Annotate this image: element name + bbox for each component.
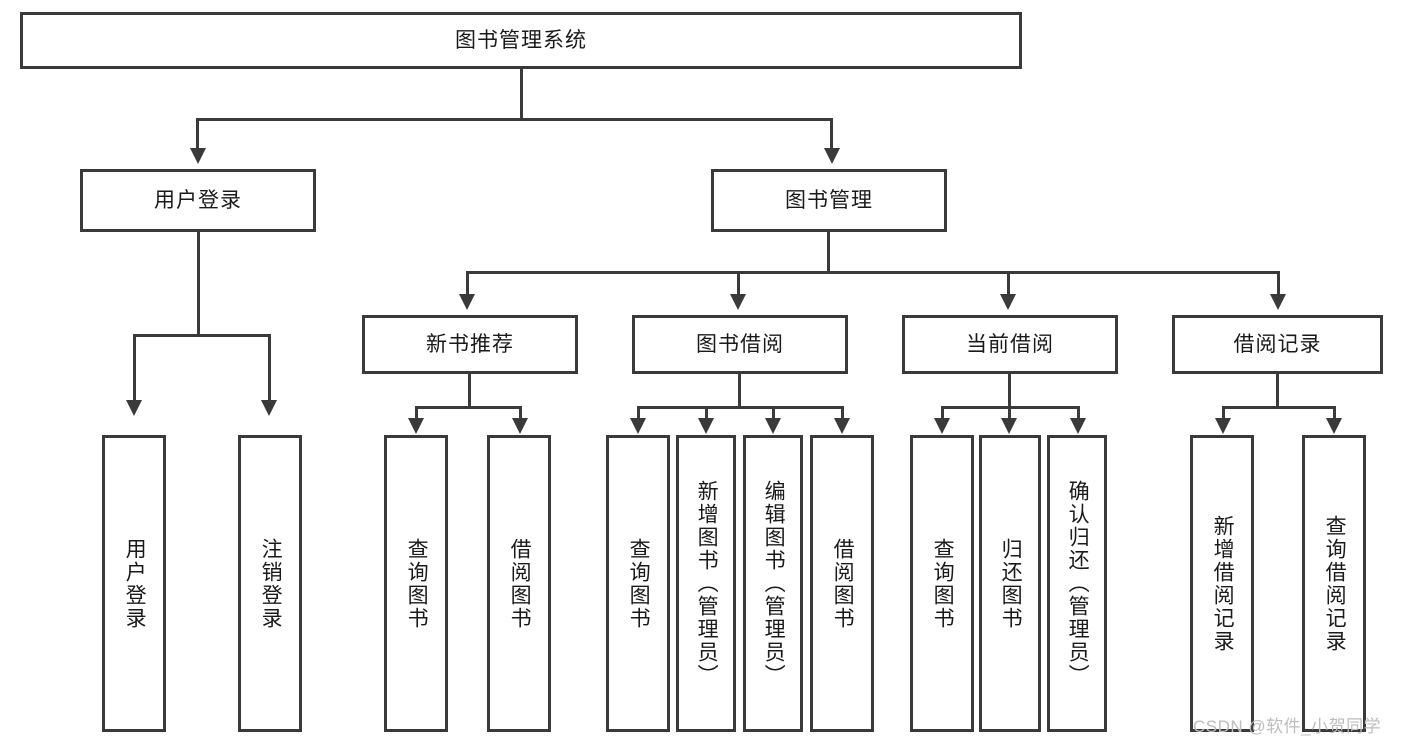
edge-user-login-branch-1 bbox=[133, 334, 136, 402]
node-leaf-user-login-label: 用户登录 bbox=[123, 537, 147, 630]
edge-bm-branch-1 bbox=[466, 271, 469, 296]
edge-bm-branch-3 bbox=[1007, 271, 1010, 296]
node-leaf-borrow-book-1[interactable]: 借阅图书 bbox=[487, 435, 551, 732]
arrow-bm-branch-3 bbox=[1000, 294, 1016, 310]
arrow-root-to-user-login bbox=[190, 148, 206, 164]
node-leaf-query-book-2-label: 查询图书 bbox=[627, 537, 651, 630]
arrow-nbr-branch-2 bbox=[512, 418, 528, 434]
edge-br-branch-2 bbox=[1333, 406, 1336, 420]
node-root-label: 图书管理系统 bbox=[455, 28, 587, 52]
node-borrow-record[interactable]: 借阅记录 bbox=[1172, 315, 1383, 374]
node-book-borrow[interactable]: 图书借阅 bbox=[632, 315, 848, 374]
edge-nbr-stem bbox=[468, 374, 471, 408]
node-borrow-record-label: 借阅记录 bbox=[1233, 332, 1322, 356]
arrow-bm-branch-2 bbox=[730, 294, 746, 310]
node-current-borrow[interactable]: 当前借阅 bbox=[902, 315, 1118, 374]
edge-cb-stem bbox=[1008, 374, 1011, 408]
edge-bb-stem bbox=[738, 374, 741, 408]
arrow-cb-branch-3 bbox=[1070, 418, 1086, 434]
node-root[interactable]: 图书管理系统 bbox=[20, 12, 1022, 69]
node-book-management-label: 图书管理 bbox=[785, 188, 873, 212]
edge-br-stem bbox=[1276, 374, 1279, 408]
node-leaf-borrow-book-2-label: 借阅图书 bbox=[831, 537, 855, 630]
edge-bm-branch-2 bbox=[737, 271, 740, 296]
arrow-bm-branch-4 bbox=[1270, 294, 1286, 310]
edge-bb-branch-4 bbox=[841, 406, 844, 420]
edge-cb-branch-3 bbox=[1077, 406, 1080, 420]
node-leaf-query-record[interactable]: 查询借阅记录 bbox=[1302, 435, 1366, 732]
edge-cb-branch-2 bbox=[1008, 406, 1011, 420]
node-leaf-confirm-return[interactable]: 确认归还（管理员） bbox=[1047, 435, 1107, 732]
arrow-br-branch-2 bbox=[1326, 418, 1342, 434]
arrow-bb-branch-4 bbox=[834, 418, 850, 434]
node-new-book-recommend[interactable]: 新书推荐 bbox=[362, 315, 578, 374]
node-book-borrow-label: 图书借阅 bbox=[696, 332, 784, 356]
node-leaf-add-record[interactable]: 新增借阅记录 bbox=[1190, 435, 1254, 732]
arrow-cb-branch-1 bbox=[934, 418, 950, 434]
node-user-login-label: 用户登录 bbox=[154, 188, 242, 212]
edge-root-bus bbox=[196, 118, 833, 121]
edge-bb-branch-2 bbox=[705, 406, 708, 420]
arrow-bb-branch-3 bbox=[765, 418, 781, 434]
edge-nbr-bus bbox=[415, 406, 522, 409]
node-leaf-query-book-1-label: 查询图书 bbox=[405, 537, 429, 630]
node-leaf-query-book-1[interactable]: 查询图书 bbox=[384, 435, 448, 732]
node-leaf-add-record-label: 新增借阅记录 bbox=[1211, 514, 1235, 653]
node-leaf-borrow-book-1-label: 借阅图书 bbox=[508, 537, 532, 630]
edge-cb-branch-1 bbox=[941, 406, 944, 420]
node-leaf-query-record-label: 查询借阅记录 bbox=[1323, 514, 1347, 653]
arrow-br-branch-1 bbox=[1215, 418, 1231, 434]
node-leaf-borrow-book-2[interactable]: 借阅图书 bbox=[810, 435, 874, 732]
edge-book-management-stem bbox=[827, 232, 830, 273]
edge-bb-branch-3 bbox=[772, 406, 775, 420]
edge-bb-bus bbox=[637, 406, 844, 409]
arrow-bm-branch-1 bbox=[459, 294, 475, 310]
arrow-bb-branch-2 bbox=[698, 418, 714, 434]
edge-root-to-book-management bbox=[830, 118, 833, 150]
edge-bb-branch-1 bbox=[637, 406, 640, 420]
arrow-root-to-book-management bbox=[824, 148, 840, 164]
arrow-user-login-branch-2 bbox=[261, 400, 277, 416]
edge-book-management-bus bbox=[466, 271, 1280, 274]
node-leaf-logout-login-label: 注销登录 bbox=[259, 537, 283, 630]
edge-bm-branch-4 bbox=[1277, 271, 1280, 296]
node-leaf-edit-book[interactable]: 编辑图书（管理员） bbox=[743, 435, 803, 732]
node-leaf-user-login[interactable]: 用户登录 bbox=[102, 435, 166, 732]
edge-root-to-user-login bbox=[196, 118, 199, 150]
edge-user-login-stem bbox=[197, 232, 200, 336]
node-current-borrow-label: 当前借阅 bbox=[966, 332, 1054, 356]
node-book-management[interactable]: 图书管理 bbox=[711, 169, 947, 232]
edge-root-stem bbox=[520, 69, 523, 120]
node-leaf-query-book-2[interactable]: 查询图书 bbox=[606, 435, 670, 732]
arrow-cb-branch-2 bbox=[1001, 418, 1017, 434]
edge-nbr-branch-2 bbox=[519, 406, 522, 420]
arrow-nbr-branch-1 bbox=[408, 418, 424, 434]
node-leaf-confirm-return-label: 确认归还（管理员） bbox=[1066, 480, 1090, 687]
node-leaf-logout-login[interactable]: 注销登录 bbox=[238, 435, 302, 732]
node-leaf-query-book-3[interactable]: 查询图书 bbox=[910, 435, 974, 732]
node-leaf-edit-book-label: 编辑图书（管理员） bbox=[762, 480, 786, 687]
arrow-user-login-branch-1 bbox=[126, 400, 142, 416]
node-leaf-query-book-3-label: 查询图书 bbox=[931, 537, 955, 630]
edge-user-login-branch-2 bbox=[268, 334, 271, 402]
edge-br-bus bbox=[1222, 406, 1336, 409]
node-leaf-add-book[interactable]: 新增图书（管理员） bbox=[676, 435, 736, 732]
node-leaf-return-book[interactable]: 归还图书 bbox=[979, 435, 1041, 732]
node-leaf-return-book-label: 归还图书 bbox=[999, 537, 1023, 630]
edge-user-login-bus bbox=[133, 334, 271, 337]
node-new-book-recommend-label: 新书推荐 bbox=[426, 332, 514, 356]
node-leaf-add-book-label: 新增图书（管理员） bbox=[695, 480, 719, 687]
edge-br-branch-1 bbox=[1222, 406, 1225, 420]
node-user-login[interactable]: 用户登录 bbox=[80, 169, 316, 232]
arrow-bb-branch-1 bbox=[630, 418, 646, 434]
edge-nbr-branch-1 bbox=[415, 406, 418, 420]
